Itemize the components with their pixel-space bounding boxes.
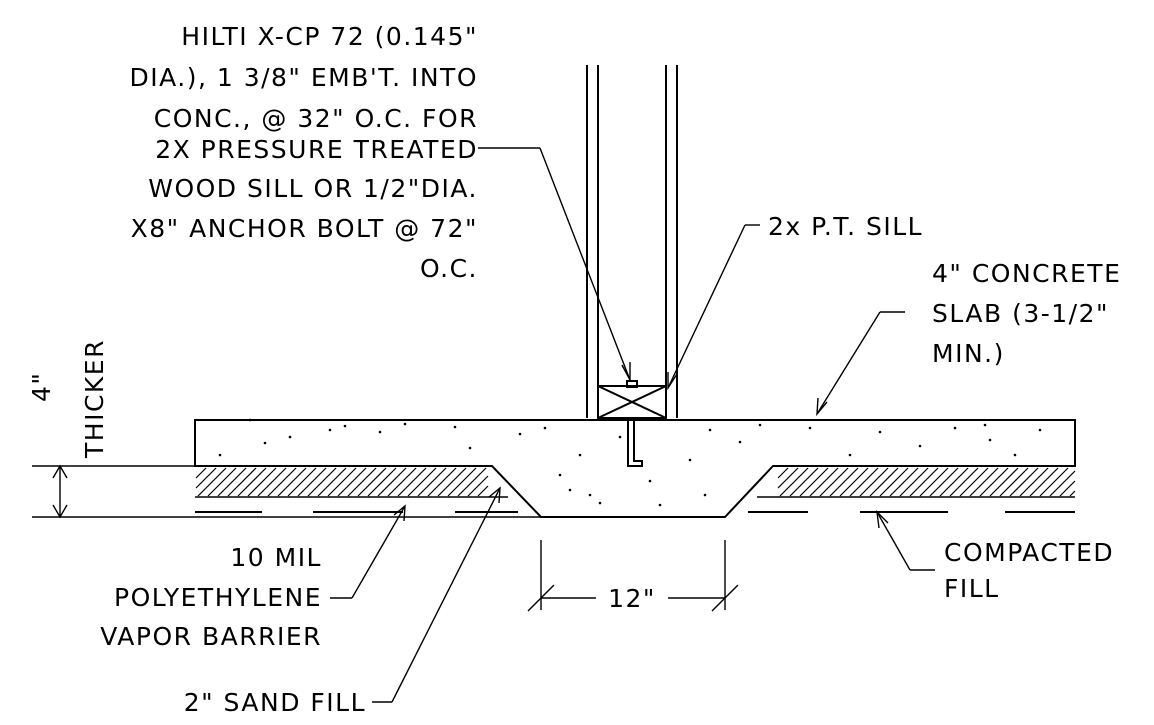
- hatch-line: [889, 467, 919, 497]
- compacted-fill-note: COMPACTED FILL: [944, 538, 1114, 603]
- hatch-line: [919, 467, 949, 497]
- hatch-line: [437, 467, 467, 497]
- hatch-line: [267, 467, 297, 497]
- hatch-line: [799, 467, 829, 497]
- hatch-line: [777, 467, 799, 489]
- hatch-line: [327, 467, 357, 497]
- hatch-line: [979, 467, 1009, 497]
- wall-framing: [586, 65, 678, 418]
- hatch-line: [257, 467, 287, 497]
- hatch-line: [237, 467, 267, 497]
- hatch-line: [1019, 467, 1049, 497]
- concrete-slab: [194, 419, 1076, 518]
- hatch-line: [1059, 480, 1076, 497]
- hatch-line: [969, 467, 999, 497]
- hatch-line: [869, 467, 899, 497]
- hilti-note-line-6: X8" ANCHOR BOLT @ 72": [131, 214, 478, 243]
- hatch-line: [819, 467, 849, 497]
- hatch-line: [959, 467, 989, 497]
- vapor-barrier-note: 10 MIL POLYETHYLENE VAPOR BARRIER: [100, 543, 322, 651]
- hatch-line: [909, 467, 939, 497]
- concrete-speckles: [218, 418, 1042, 507]
- hatch-line: [829, 467, 859, 497]
- hilti-note-line-7: O.C.: [420, 254, 478, 283]
- hatch-line: [1049, 470, 1076, 497]
- hatch-line: [999, 467, 1029, 497]
- hatch-line: [377, 467, 407, 497]
- hilti-note-line-3: CONC., @ 32" O.C. FOR: [154, 104, 478, 133]
- hatch-line: [195, 467, 217, 489]
- slab-note-line-3: MIN.): [932, 339, 1005, 368]
- hatch-line: [839, 467, 869, 497]
- hatch-line: [297, 467, 327, 497]
- leader-lines: [330, 147, 935, 703]
- hilti-note-line-2: DIA.), 1 3/8" EMB'T. INTO: [129, 63, 478, 92]
- hatch-line: [949, 467, 979, 497]
- hatch-line: [337, 467, 367, 497]
- hatch-line: [1069, 490, 1076, 497]
- hatch-line: [195, 467, 207, 479]
- hilti-note-line-4: 2X PRESSURE TREATED: [155, 135, 478, 164]
- hatch-line: [929, 467, 959, 497]
- hatch-line: [859, 467, 889, 497]
- hilti-note-line-1: HILTI X-CP 72 (0.145": [181, 22, 478, 51]
- slab-note-line-2: SLAB (3-1/2": [932, 299, 1109, 328]
- hatch-line: [427, 467, 457, 497]
- sand-fill-hatch: [195, 467, 1076, 498]
- hatch-line: [1039, 467, 1069, 497]
- thicker-dimension: [32, 464, 541, 519]
- hatch-line: [287, 467, 317, 497]
- hatch-line: [247, 467, 277, 497]
- hatch-line: [809, 467, 839, 497]
- anchor-bolt: [627, 418, 643, 467]
- hilti-fastener-note: HILTI X-CP 72 (0.145" DIA.), 1 3/8" EMB'…: [129, 22, 478, 283]
- compacted-fill-line-2: FILL: [944, 574, 1000, 603]
- hatch-line: [779, 467, 809, 497]
- hatch-line: [849, 467, 879, 497]
- vapor-note-line-1: 10 MIL: [230, 543, 322, 572]
- sill-plate: [597, 380, 667, 419]
- hatch-line: [457, 467, 487, 497]
- hatch-line: [879, 467, 909, 497]
- hatch-line: [397, 467, 427, 497]
- hatch-line: [1029, 467, 1059, 497]
- hatch-line: [307, 467, 337, 497]
- vapor-note-line-3: VAPOR BARRIER: [100, 622, 322, 651]
- hatch-line: [197, 467, 227, 497]
- hatch-line: [347, 467, 377, 497]
- hatch-line: [207, 467, 237, 497]
- thicker-label: THICKER: [80, 339, 109, 459]
- hatch-line: [227, 467, 257, 497]
- hatch-line: [467, 475, 489, 497]
- vapor-note-line-2: POLYETHYLENE: [114, 583, 322, 612]
- hatch-line: [277, 467, 307, 497]
- hatch-line: [899, 467, 929, 497]
- hatch-line: [317, 467, 347, 497]
- sand-fill-label: 2" SAND FILL: [184, 688, 366, 717]
- slab-note-line-1: 4" CONCRETE: [932, 259, 1121, 288]
- compacted-fill-line-1: COMPACTED: [944, 538, 1114, 567]
- hatch-line: [407, 467, 437, 497]
- hatch-line: [989, 467, 1019, 497]
- hatch-line: [387, 467, 417, 497]
- thicker-dimension-value: 4": [27, 372, 56, 402]
- width-dimension: [527, 540, 739, 612]
- width-dimension-value: 12": [608, 584, 656, 613]
- hatch-line: [939, 467, 969, 497]
- hatch-line: [1009, 467, 1039, 497]
- hatch-line: [367, 467, 397, 497]
- hatch-line: [447, 467, 477, 497]
- concrete-slab-note: 4" CONCRETE SLAB (3-1/2" MIN.): [932, 259, 1121, 368]
- hatch-line: [357, 467, 387, 497]
- hatch-line: [777, 467, 789, 479]
- hatch-line: [217, 467, 247, 497]
- hatch-line: [477, 485, 489, 497]
- sill-label: 2x P.T. SILL: [768, 212, 923, 241]
- hatch-line: [417, 467, 447, 497]
- hilti-note-line-5: WOOD SILL OR 1/2"DIA.: [148, 174, 478, 203]
- hatch-line: [789, 467, 819, 497]
